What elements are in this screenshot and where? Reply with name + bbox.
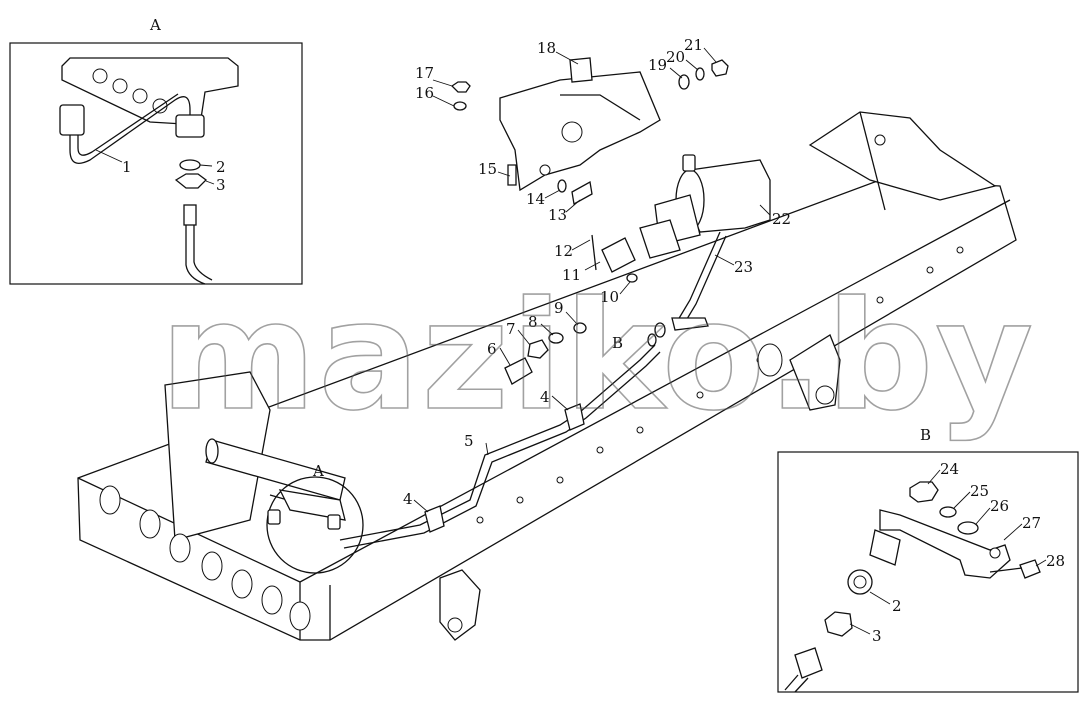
detail-a-pipe-fitting (59, 104, 85, 136)
callout-11: 11 (562, 266, 581, 284)
callout-16: 16 (415, 84, 434, 102)
callout-2-detail-a: 2 (216, 158, 226, 176)
callout-numbers: 17 16 18 19 20 21 15 14 13 22 12 11 10 2… (403, 36, 1065, 645)
callout-28: 28 (1046, 552, 1065, 570)
detail-a-marker-ring (266, 476, 364, 574)
detail-a-hose (185, 225, 206, 285)
detail-b-washer-25 (939, 506, 957, 518)
callout-6: 6 (487, 340, 497, 358)
detail-a-bracket (61, 57, 239, 126)
callout-19: 19 (648, 56, 667, 74)
clip-4-upper (564, 403, 585, 431)
clip-4-lower (424, 505, 445, 533)
callout-3-detail-a: 3 (216, 176, 226, 194)
detail-b-bracket-27 (879, 509, 1011, 579)
callout-20: 20 (666, 48, 685, 66)
detail-a-view: A 1 2 3 (9, 16, 303, 285)
callout-5: 5 (464, 432, 474, 450)
detail-a-washer (179, 159, 201, 171)
callout-1: 1 (122, 158, 132, 176)
callout-14: 14 (526, 190, 545, 208)
callout-22: 22 (772, 210, 791, 228)
detail-b-main-label: B (612, 334, 623, 352)
detail-a-frame (9, 42, 303, 285)
watermark-text: maziko.by (160, 270, 1035, 444)
rod-end-11 (601, 237, 636, 273)
hose-23 (674, 231, 721, 326)
callout-25: 25 (970, 482, 989, 500)
callout-24: 24 (940, 460, 959, 478)
callout-23: 23 (734, 258, 753, 276)
detail-b-hose-fitting (794, 647, 823, 679)
callout-27: 27 (1022, 514, 1041, 532)
detail-a-title: A (149, 16, 161, 34)
callout-2-detail-b: 2 (892, 597, 902, 615)
detail-b-washer-26 (957, 521, 979, 535)
air-line-routing: A B (266, 231, 727, 574)
callout-18: 18 (537, 39, 556, 57)
detail-a-hose-fitting (183, 204, 197, 226)
chassis-frame (77, 111, 1017, 641)
callout-10: 10 (600, 288, 619, 306)
callout-17: 17 (415, 64, 434, 82)
clutch-booster-assembly (413, 47, 771, 513)
callout-3-detail-b: 3 (872, 627, 882, 645)
callout-7: 7 (506, 320, 516, 338)
callout-4-lower: 4 (403, 490, 413, 508)
detail-b-bulkhead-fitting (869, 529, 901, 566)
detail-a-main-label: A (312, 462, 324, 480)
callout-26: 26 (990, 497, 1009, 515)
callout-21: 21 (684, 36, 703, 54)
detail-b-view: B (777, 426, 1079, 693)
detail-a-nut (174, 173, 207, 189)
detail-b-nut-24 (909, 481, 939, 503)
callout-4-upper: 4 (540, 388, 550, 406)
callout-15: 15 (478, 160, 497, 178)
detail-b-nut-3 (824, 611, 853, 637)
detail-b-title: B (920, 426, 931, 444)
hose-bracket (671, 317, 709, 331)
detail-a-union (175, 114, 205, 138)
callout-9: 9 (554, 299, 564, 317)
callout-12: 12 (554, 242, 573, 260)
callout-8: 8 (528, 313, 538, 331)
detail-a-pipe (69, 96, 191, 164)
callout-13: 13 (548, 206, 567, 224)
frame-front-bracket (808, 111, 997, 201)
detail-b-bolt-28 (1019, 559, 1041, 579)
fitting-6 (504, 357, 533, 385)
detail-b-frame (777, 451, 1079, 693)
